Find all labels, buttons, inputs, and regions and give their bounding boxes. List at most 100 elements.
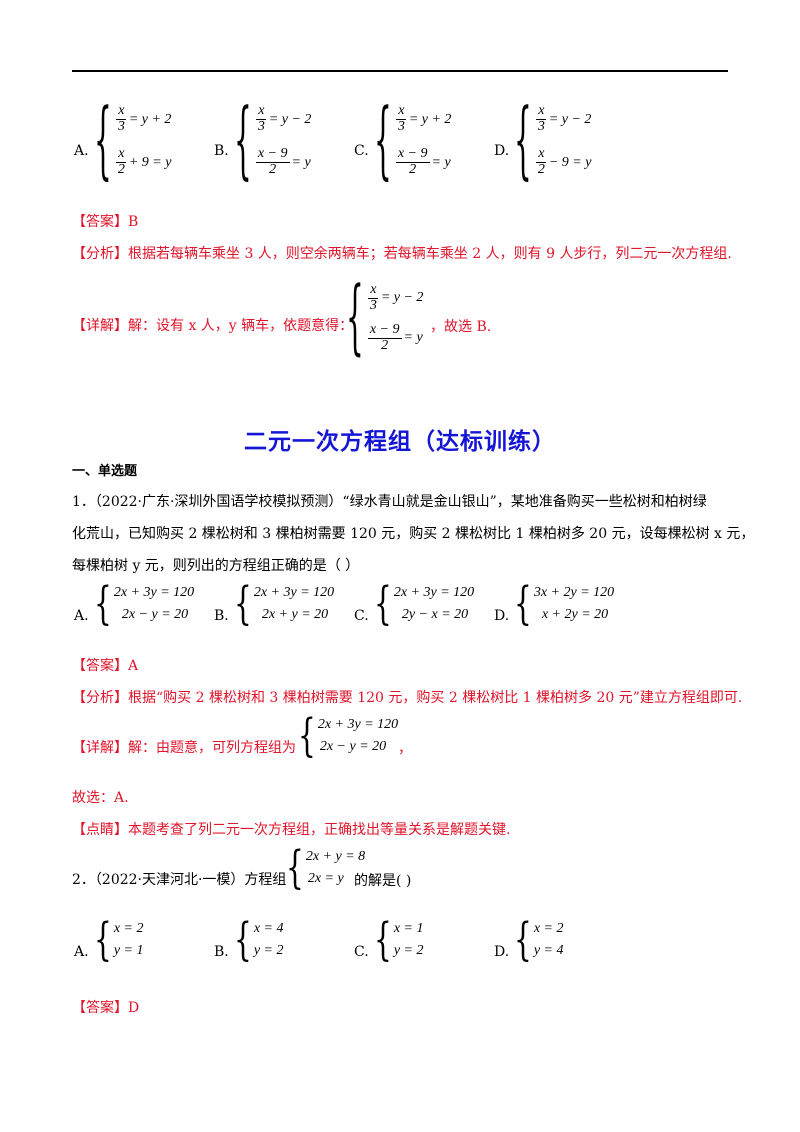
header-rule: [72, 70, 728, 72]
detail-post: ，: [398, 741, 412, 757]
answer-value: B: [128, 214, 139, 230]
detail-tag: 【详解】: [72, 740, 128, 756]
section-heading: 一、单选题: [72, 464, 138, 479]
eq-line: y = 1: [113, 943, 144, 958]
eq-rest: = y: [403, 330, 423, 345]
answer-value: D: [128, 1000, 140, 1016]
q1-answer: 【答案】A: [72, 656, 138, 676]
answer-tag: 【答案】: [72, 214, 128, 230]
option-label: D.: [494, 143, 510, 159]
left-brace: {: [286, 840, 304, 894]
detail-tag: 【详解】: [72, 318, 128, 334]
q1-detail: 【详解】解：由题意，可列方程组为: [72, 738, 296, 758]
prev-analysis: 【分析】根据若每辆车乘坐 3 人，则空余两辆车；若每辆车乘坐 2 人，则有 9 …: [72, 244, 732, 264]
answer-tag: 【答案】: [72, 658, 128, 674]
left-brace: {: [514, 912, 532, 966]
eq-line: 2x + 3y = 120: [393, 585, 475, 600]
eq-line: 2x − y = 20: [319, 739, 387, 754]
eq-rest: = y − 2: [380, 290, 424, 305]
q1-comment: 【点睛】本题考查了列二元一次方程组，正确找出等量关系是解题关键.: [72, 820, 510, 840]
q2-equation-system: { 2x + y = 8 2x = y: [286, 840, 365, 894]
eq-rest: = y: [291, 154, 311, 170]
frac-den: 3: [369, 297, 377, 313]
equation-system: { 2x + 3y = 120 2y − x = 20: [374, 576, 475, 630]
left-brace: {: [94, 912, 112, 966]
equation-system: { x = 4 y = 2: [234, 912, 284, 966]
left-brace: {: [374, 576, 392, 630]
option-label: D.: [494, 944, 510, 960]
equation-system: { 2x + 3y = 120 2x − y = 20: [94, 581, 194, 626]
q1-analysis: 【分析】根据“购买 2 棵松树和 3 棵柏树需要 120 元，购买 2 棵松树比…: [72, 688, 742, 708]
q2-text-post: 的解是( ): [354, 873, 412, 889]
option-label: B.: [214, 944, 229, 960]
eq-rest: − 9 = y: [548, 154, 592, 170]
frac-den: 3: [397, 119, 405, 134]
eq-rest: = y: [431, 154, 451, 170]
equation-system: { x = 1 y = 2: [374, 917, 424, 962]
eq-rest: = y + 2: [128, 111, 172, 127]
comment-text: 本题考查了列二元一次方程组，正确找出等量关系是解题关键.: [128, 822, 511, 838]
option-label: B.: [214, 608, 229, 624]
analysis-text: 根据若每辆车乘坐 3 人，则空余两辆车；若每辆车乘坐 2 人，则有 9 人步行，…: [128, 246, 732, 262]
frac-den: 3: [117, 119, 125, 134]
eq-line: 2x + y = 20: [261, 607, 329, 622]
answer-tag: 【答案】: [72, 1000, 128, 1016]
answer-value: A: [128, 658, 139, 674]
analysis-text: 根据“购买 2 棵松树和 3 棵柏树需要 120 元，购买 2 棵松树比 1 棵…: [128, 690, 743, 706]
frac-num: x: [116, 103, 127, 120]
equation-system: { x = 2 y = 4: [514, 912, 564, 966]
option-label: C.: [354, 143, 369, 159]
option-label: B.: [214, 143, 229, 159]
q2-text-pre: 2．（2022·天津河北·一模）方程组: [72, 872, 287, 888]
left-brace: {: [234, 912, 252, 966]
eq-line: x = 4: [253, 921, 284, 936]
frac-num: x: [396, 103, 407, 120]
left-brace: {: [94, 90, 112, 189]
option-label: A.: [74, 143, 89, 159]
detail-text: 解：由题意，可列方程组为: [128, 740, 296, 756]
q2-text: 2．（2022·天津河北·一模）方程组: [72, 870, 286, 890]
option-label: A.: [74, 944, 89, 960]
prev-detail: 【详解】解：设有 x 人，y 辆车，依题意得：: [72, 316, 353, 336]
prev-answer: 【答案】B: [72, 212, 138, 232]
option-label: C.: [354, 608, 369, 624]
frac-num: x − 9: [395, 146, 430, 163]
section-title: 二元一次方程组（达标训练）: [244, 429, 556, 455]
equation-system: { x = 2 y = 1: [94, 912, 144, 966]
frac-num: x: [536, 146, 547, 163]
eq-line: y = 2: [253, 943, 284, 958]
left-brace: {: [514, 90, 532, 189]
frac-num: x: [536, 103, 547, 120]
eq-line: y = 2: [393, 943, 424, 958]
analysis-tag: 【分析】: [72, 690, 128, 706]
frac-num: x: [256, 103, 267, 120]
frac-num: x − 9: [255, 146, 290, 163]
eq-line: x = 2: [533, 921, 564, 936]
detail-text: 解：设有 x 人，y 辆车，依题意得：: [128, 318, 354, 334]
eq-rest: + 9 = y: [128, 154, 172, 170]
left-brace: {: [234, 90, 252, 189]
frac-den: 2: [381, 337, 389, 353]
eq-rest: = y − 2: [548, 111, 592, 127]
q1-text-line1: 1．（2022·广东·深圳外国语学校模拟预测）“绿水青山就是金山银山”，某地准备…: [72, 494, 707, 510]
left-brace: {: [346, 268, 364, 365]
frac-den: 3: [257, 119, 265, 134]
q1-text-line2: 化荒山，已知购买 2 棵松树和 3 棵柏树需要 120 元，购买 2 棵松树比 …: [72, 526, 755, 542]
eq-line: 2y − x = 20: [401, 607, 469, 622]
q2-answer: 【答案】D: [72, 998, 139, 1018]
eq-line: 3x + 2y = 120: [533, 585, 615, 600]
frac-num: x: [116, 146, 127, 163]
left-brace: {: [374, 90, 392, 189]
eq-line: 2x = y: [307, 871, 344, 886]
equation-system: { 3x + 2y = 120 x + 2y = 20: [514, 576, 615, 630]
equation-system: { 2x + 3y = 120 2x + y = 20: [234, 581, 334, 626]
frac-den: 3: [537, 119, 545, 134]
left-brace: {: [298, 708, 316, 762]
left-brace: {: [514, 576, 532, 630]
eq-line: 2x − y = 20: [121, 607, 189, 622]
